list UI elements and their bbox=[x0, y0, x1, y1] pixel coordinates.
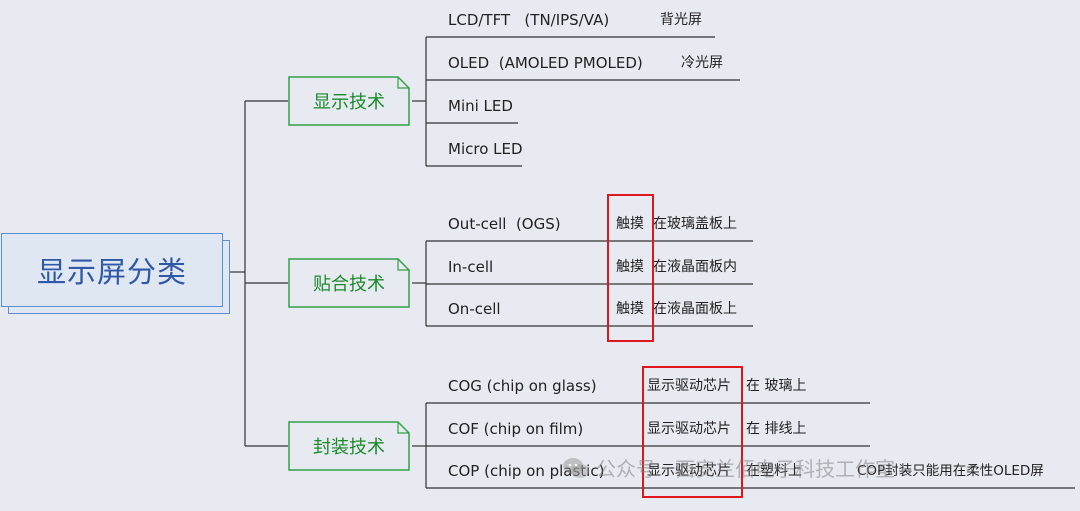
leaf-cog: COG (chip on glass) bbox=[448, 377, 597, 395]
wechat-icon bbox=[562, 456, 590, 480]
driver-chip-highlight-box bbox=[642, 366, 743, 498]
highlight-text: 显示驱动芯片 bbox=[647, 421, 731, 437]
leaf-oled: OLED (AMOLED PMOLED) bbox=[448, 54, 643, 72]
leaf-note: 在 玻璃上 bbox=[746, 378, 807, 394]
leaf-note: 冷光屏 bbox=[681, 55, 723, 71]
watermark: 公众号 · 西安兰佰电子科技工作室 bbox=[562, 453, 895, 482]
leaf-note: 在 排线上 bbox=[746, 421, 807, 437]
leaf-on-cell: On-cell bbox=[448, 300, 501, 318]
leaf-extra-note: COP封装只能用在柔性OLED屏 bbox=[857, 463, 1044, 479]
leaf-mini-led: Mini LED bbox=[448, 97, 513, 115]
category-label: 贴合技术 bbox=[313, 274, 385, 295]
leaf-micro-led: Micro LED bbox=[448, 140, 523, 158]
leaf-in-cell: In-cell bbox=[448, 258, 494, 276]
leaf-cof: COF (chip on film) bbox=[448, 420, 584, 438]
highlight-text: 触摸 bbox=[616, 301, 644, 317]
root-node: 显示屏分类 bbox=[1, 233, 223, 307]
leaf-note: 在液晶面板内 bbox=[653, 259, 737, 275]
category-label: 显示技术 bbox=[313, 92, 385, 113]
root-label: 显示屏分类 bbox=[36, 255, 187, 289]
category-bonding-tech: 贴合技术 bbox=[288, 258, 410, 308]
category-display-tech: 显示技术 bbox=[288, 76, 410, 126]
touch-highlight-box bbox=[607, 194, 654, 342]
leaf-note: 在塑料上 bbox=[746, 463, 802, 479]
highlight-text: 触摸 bbox=[616, 259, 644, 275]
watermark-text: 公众号 · 西安兰佰电子科技工作室 bbox=[596, 457, 896, 481]
leaf-note: 背光屏 bbox=[660, 12, 702, 28]
category-packaging-tech: 封装技术 bbox=[288, 421, 410, 471]
leaf-note: 在液晶面板上 bbox=[653, 301, 737, 317]
leaf-lcd-tft: LCD/TFT (TN/IPS/VA) bbox=[448, 11, 610, 29]
highlight-text: 显示驱动芯片 bbox=[647, 378, 731, 394]
highlight-text: 显示驱动芯片 bbox=[647, 463, 731, 479]
leaf-out-cell: Out-cell (OGS) bbox=[448, 215, 561, 233]
leaf-note: 在玻璃盖板上 bbox=[653, 216, 737, 232]
category-label: 封装技术 bbox=[313, 437, 385, 458]
highlight-text: 触摸 bbox=[616, 216, 644, 232]
leaf-cop: COP (chip on plastic) bbox=[448, 462, 605, 480]
